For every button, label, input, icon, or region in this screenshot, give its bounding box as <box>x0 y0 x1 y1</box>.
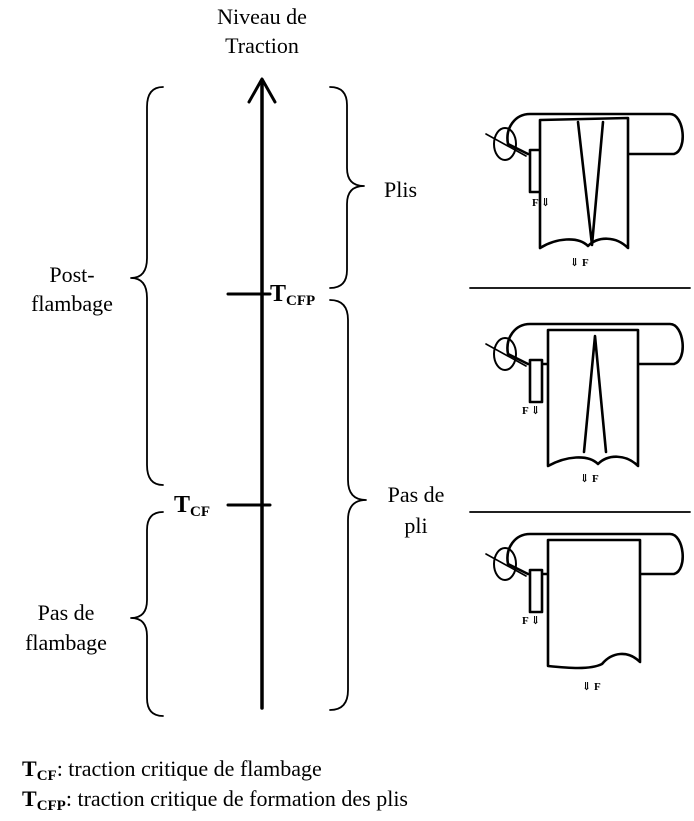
pas-de-flambage-label-line2: flambage <box>25 630 107 655</box>
plis-label: Plis <box>384 177 417 202</box>
legend-tcf-description: : traction critique de flambage <box>56 756 322 781</box>
axis-arrowhead <box>247 77 277 104</box>
pas-de-pli-label-line2: pli <box>404 513 427 538</box>
legend-tcfp-symbol: TCFP <box>22 786 66 814</box>
force-label-side: F ⇓ <box>522 615 540 627</box>
force-label-bottom: ⇓ F <box>582 681 601 693</box>
traction-diagram: Niveau de Traction TCFP TCF Post- flamba… <box>25 4 691 717</box>
legend-tcfp-description: : traction critique de formation des pli… <box>65 786 408 811</box>
plis-brace <box>329 86 365 289</box>
cloth-illustration-onset: F ⇓ ⇓ F <box>485 322 684 485</box>
legend-tcf: TCF: traction critique de flambage <box>22 754 322 791</box>
force-label-side: F ⇓ <box>532 197 550 209</box>
pas-de-flambage-brace <box>130 511 164 717</box>
force-label-bottom: ⇓ F <box>570 257 589 269</box>
post-flambage-label-line2: flambage <box>31 291 113 316</box>
tcfp-label: TCFP <box>270 281 315 309</box>
legend-tcfp: TCFP: traction critique de formation des… <box>22 784 408 821</box>
legend-tcf-symbol: TCF <box>22 756 57 784</box>
axis-title-line1: Niveau de <box>217 4 307 29</box>
force-label-side: F ⇓ <box>522 405 540 417</box>
pas-de-pli-brace <box>329 299 367 711</box>
pas-de-pli-label-line1: Pas de <box>388 482 445 507</box>
pas-de-flambage-label-line1: Pas de <box>38 600 95 625</box>
cloth-illustration-flat: F ⇓ ⇓ F <box>485 532 684 693</box>
post-flambage-label-line1: Post- <box>49 262 94 287</box>
post-flambage-brace <box>130 86 164 486</box>
tcf-label: TCF <box>174 492 210 520</box>
force-label-bottom: ⇓ F <box>580 473 599 485</box>
cloth-illustration-folds: F ⇓ ⇓ F <box>485 112 684 269</box>
axis-title-line2: Traction <box>225 33 299 58</box>
